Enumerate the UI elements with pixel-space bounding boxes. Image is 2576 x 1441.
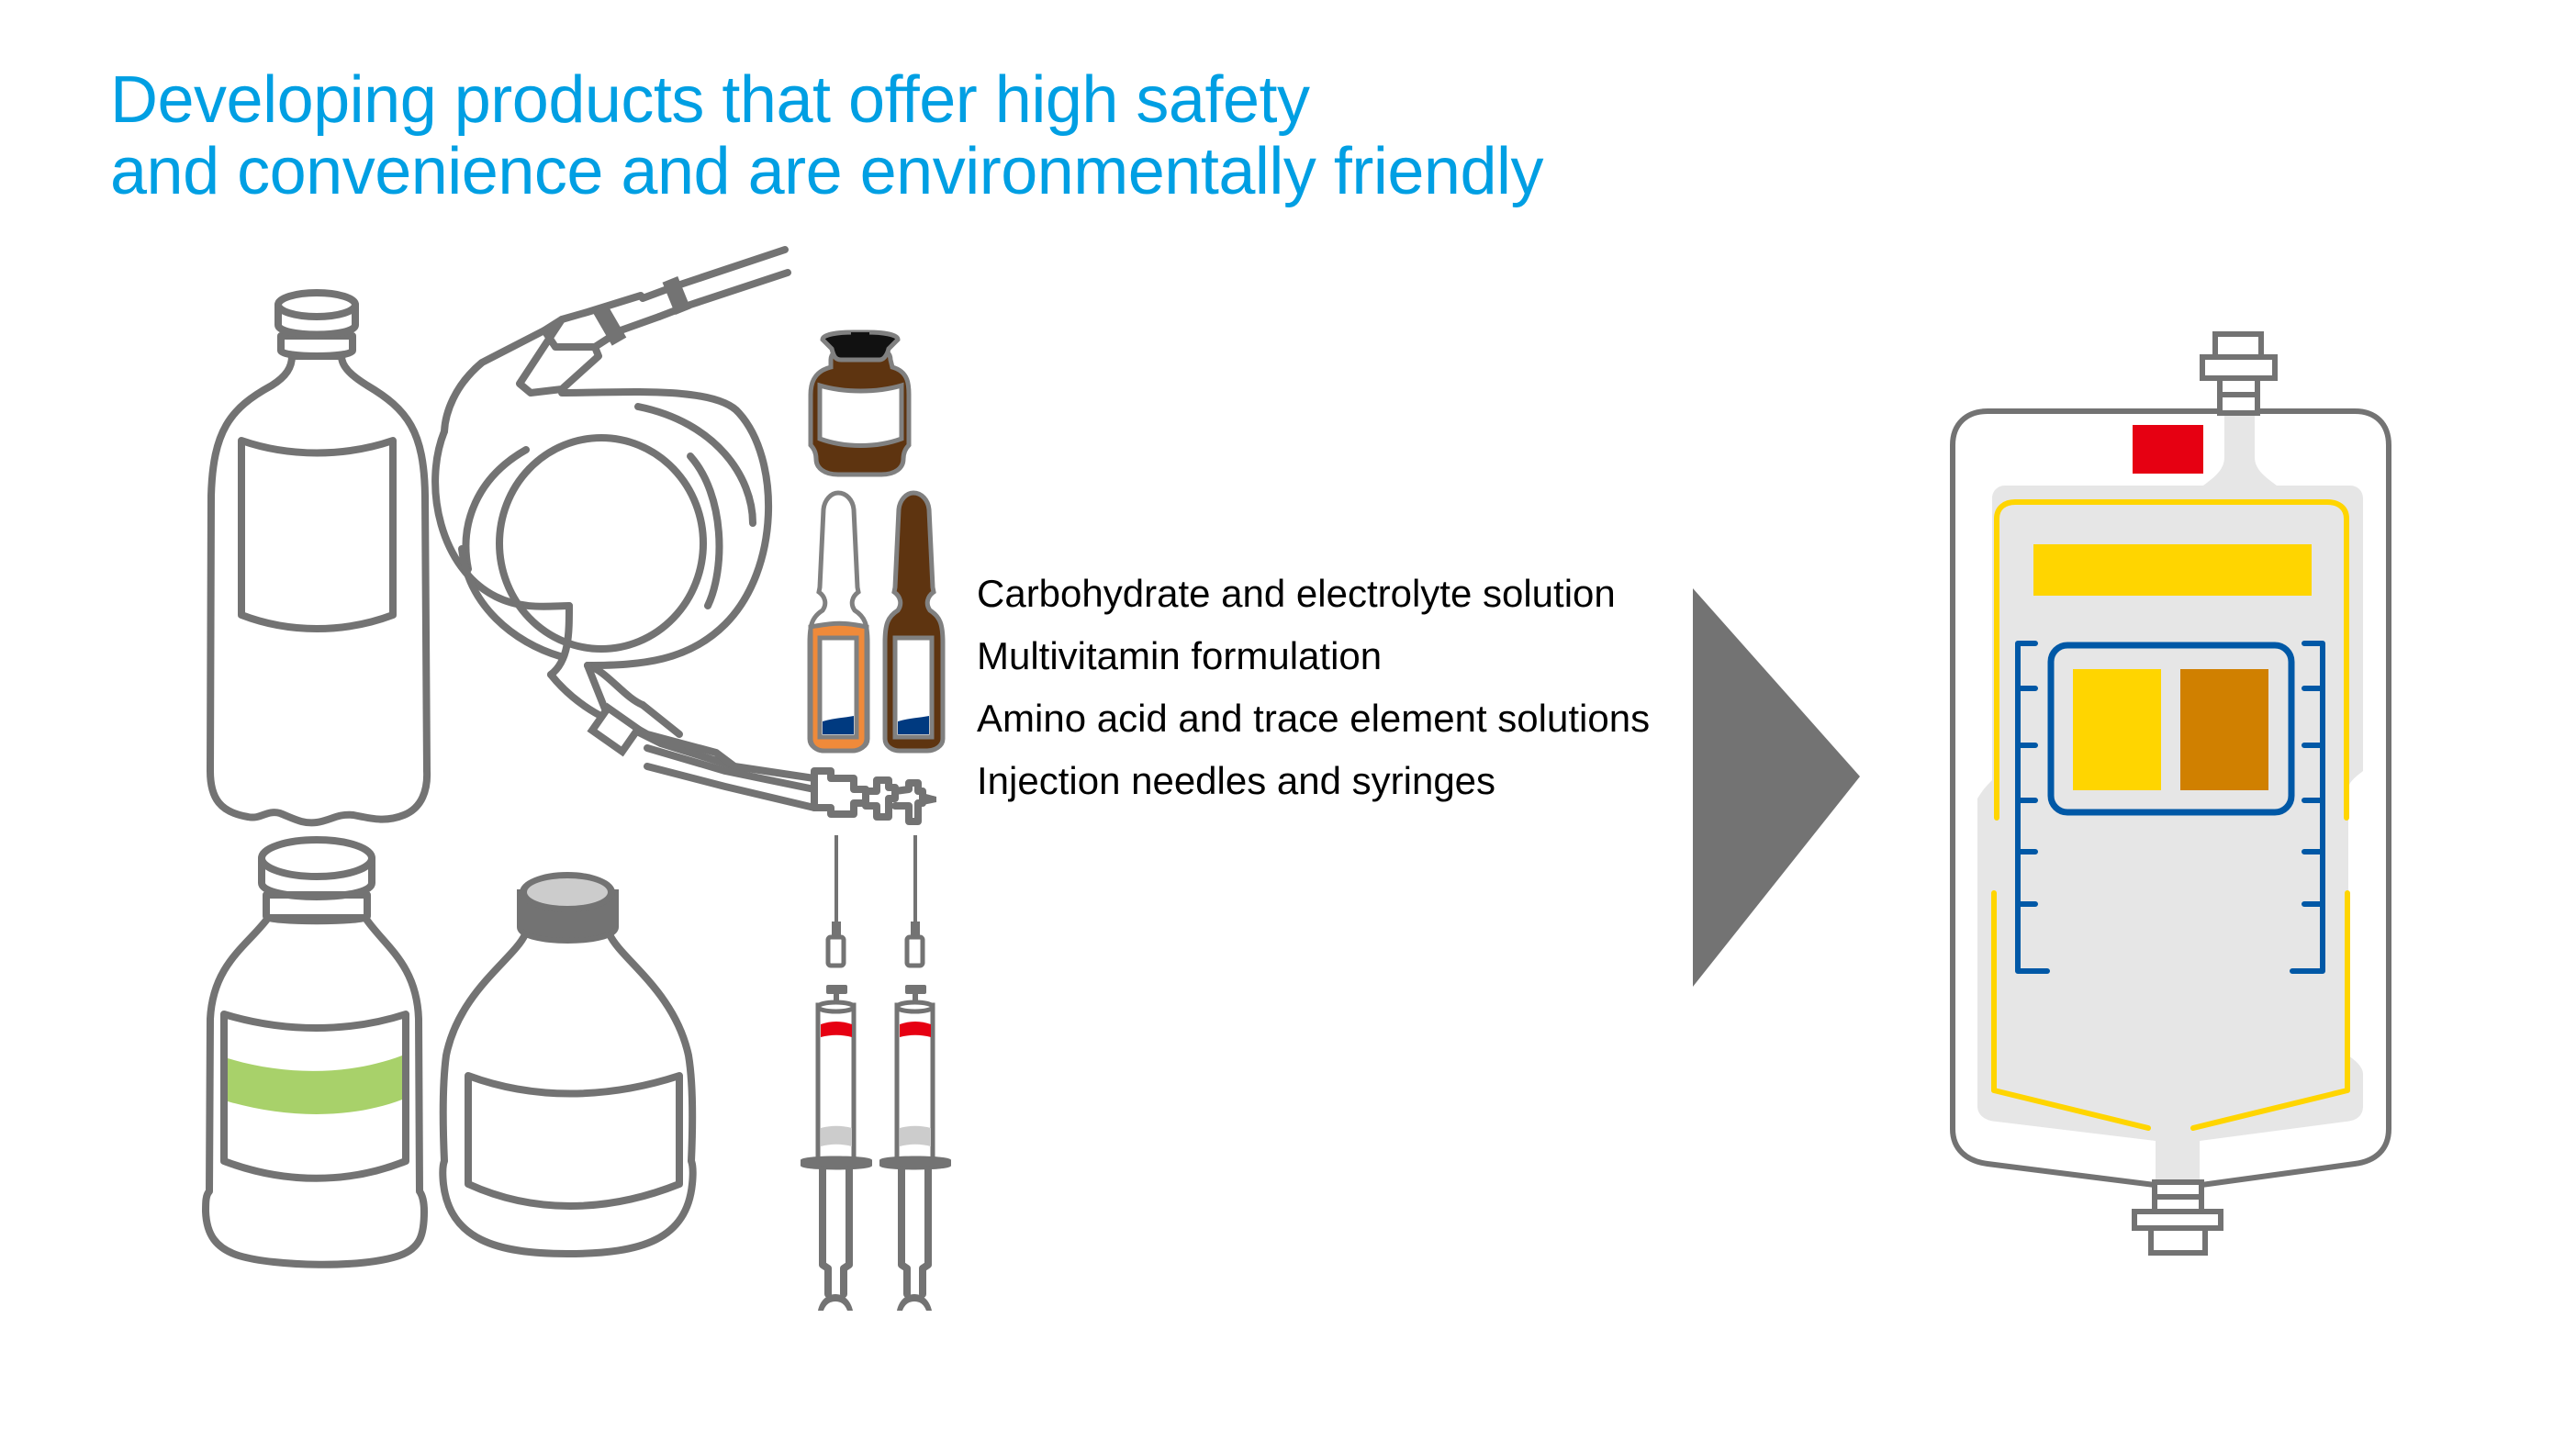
bottle-blue-cap-icon	[207, 289, 431, 827]
title-line-1: Developing products that offer high safe…	[110, 63, 1310, 137]
brown-vial-icon	[808, 330, 912, 477]
multi-chamber-iv-bag-icon	[1950, 331, 2391, 1256]
bottle-orange-cap-icon	[202, 836, 428, 1268]
syringe-icon	[801, 835, 872, 1311]
title-line-2: and convenience and are environmentally …	[110, 135, 1543, 208]
product-category-list: Carbohydrate and electrolyte solution Mu…	[977, 549, 1650, 825]
ampoule-orange-icon	[807, 490, 870, 754]
list-item-needles-syringes: Injection needles and syringes	[977, 759, 1496, 802]
list-item-multivitamin: Multivitamin formulation	[977, 634, 1383, 677]
page-title: Developing products that offer high safe…	[110, 64, 1543, 207]
list-item-carbohydrate-electrolyte: Carbohydrate and electrolyte solution	[977, 572, 1616, 615]
bottle-teal-label-icon	[439, 872, 697, 1257]
list-item-amino-acid-trace-element: Amino acid and trace element solutions	[977, 697, 1651, 740]
arrow-right-icon	[1693, 588, 1860, 987]
iv-tubing-icon	[431, 246, 936, 825]
ampoule-brown-icon	[882, 490, 946, 754]
syringe-icon	[879, 835, 951, 1311]
